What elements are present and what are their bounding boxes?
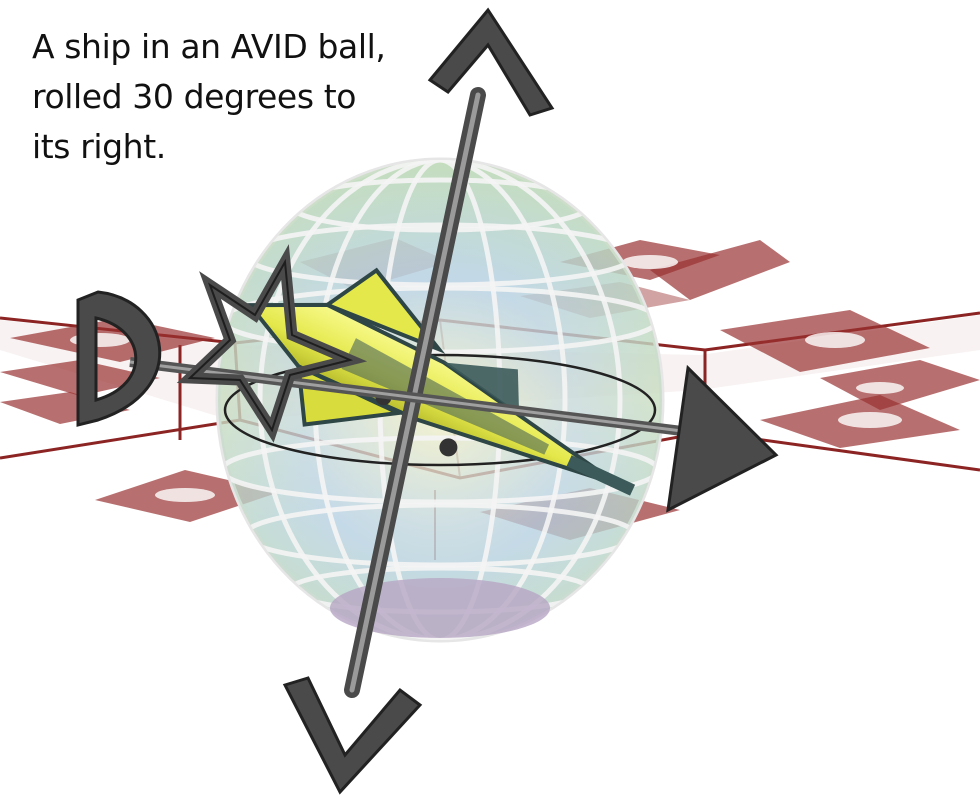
- caption-line-3: its right.: [32, 127, 166, 166]
- caption: A ship in an AVID ball, rolled 30 degree…: [32, 22, 452, 172]
- ship-model-icon: [245, 267, 636, 496]
- d-shape-icon: [76, 290, 162, 427]
- triangle-marker-icon: [666, 364, 779, 513]
- up-chevron-icon: [427, 7, 555, 117]
- horizontal-axis-rod: [129, 357, 691, 437]
- star-marker-icon: [176, 244, 368, 443]
- caption-line-2: rolled 30 degrees to: [32, 77, 357, 116]
- vertical-axis-rod: [344, 87, 486, 698]
- caption-line-1: A ship in an AVID ball,: [32, 27, 386, 66]
- down-chevron-icon: [282, 676, 423, 795]
